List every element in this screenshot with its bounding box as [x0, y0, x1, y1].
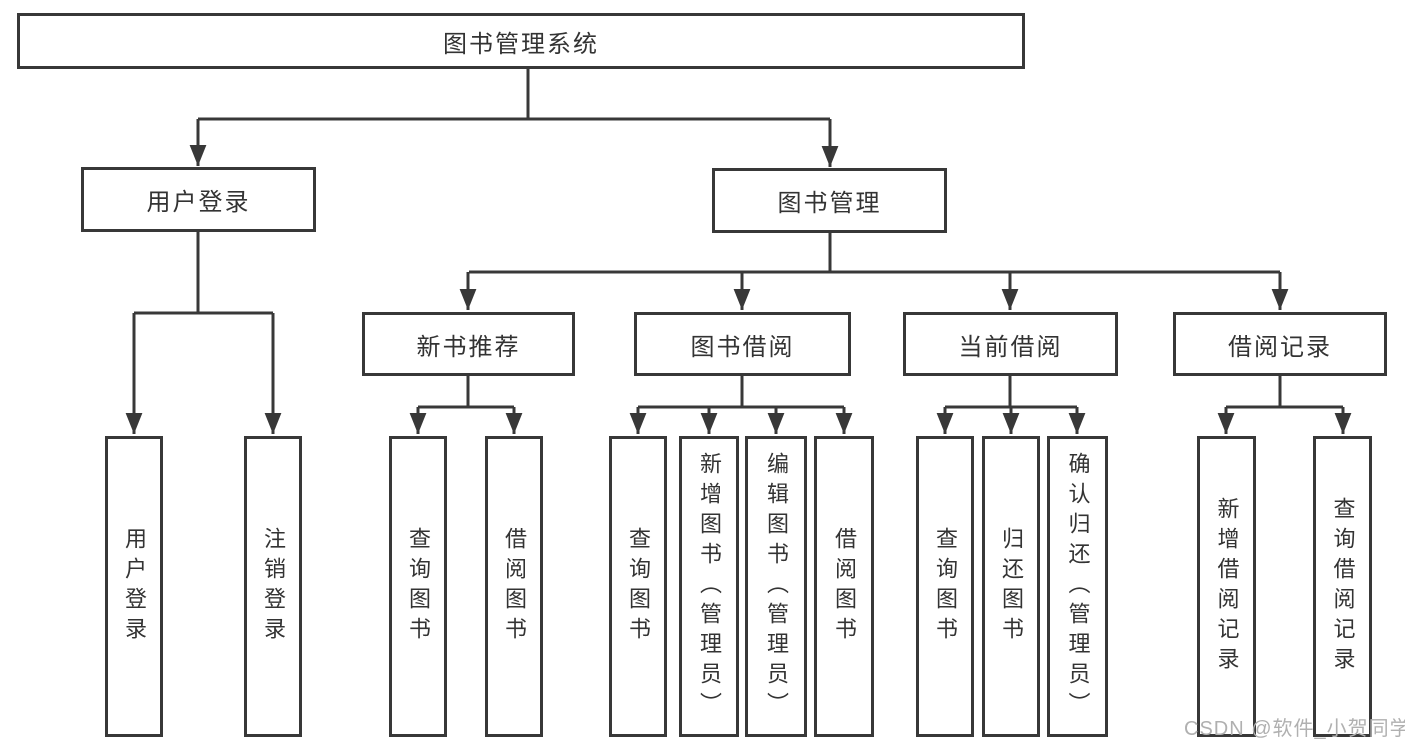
- node-library-management-system: 图书管理系统: [17, 13, 1025, 69]
- csdn-watermark: CSDN @软件_小贺同学: [1184, 718, 1405, 740]
- leaf-query-books-recommend: 查询图书: [389, 436, 447, 737]
- leaf-confirm-return-admin: 确认归还（管理员）: [1047, 436, 1108, 737]
- node-user-login: 用户登录: [81, 167, 316, 232]
- leaf-borrow-books: 借阅图书: [814, 436, 874, 737]
- tree-branch-lines: [134, 69, 1343, 409]
- leaf-add-borrow-record: 新增借阅记录: [1197, 436, 1256, 737]
- node-book-borrowing: 图书借阅: [634, 312, 851, 376]
- leaf-query-books-borrow: 查询图书: [609, 436, 667, 737]
- leaf-edit-books-admin: 编辑图书（管理员）: [745, 436, 807, 737]
- leaf-query-borrow-record: 查询借阅记录: [1313, 436, 1372, 737]
- node-borrowing-records: 借阅记录: [1173, 312, 1387, 376]
- leaf-logout: 注销登录: [244, 436, 302, 737]
- leaf-query-books-current: 查询图书: [916, 436, 974, 737]
- leaf-return-books: 归还图书: [982, 436, 1040, 737]
- leaf-add-books-admin: 新增图书（管理员）: [679, 436, 739, 737]
- node-current-borrowing: 当前借阅: [903, 312, 1118, 376]
- leaf-user-login: 用户登录: [105, 436, 163, 737]
- node-book-management: 图书管理: [712, 168, 947, 233]
- node-new-book-recommendation: 新书推荐: [362, 312, 575, 376]
- tree-arrow-lines: [125, 119, 1352, 434]
- leaf-borrow-books-recommend: 借阅图书: [485, 436, 543, 737]
